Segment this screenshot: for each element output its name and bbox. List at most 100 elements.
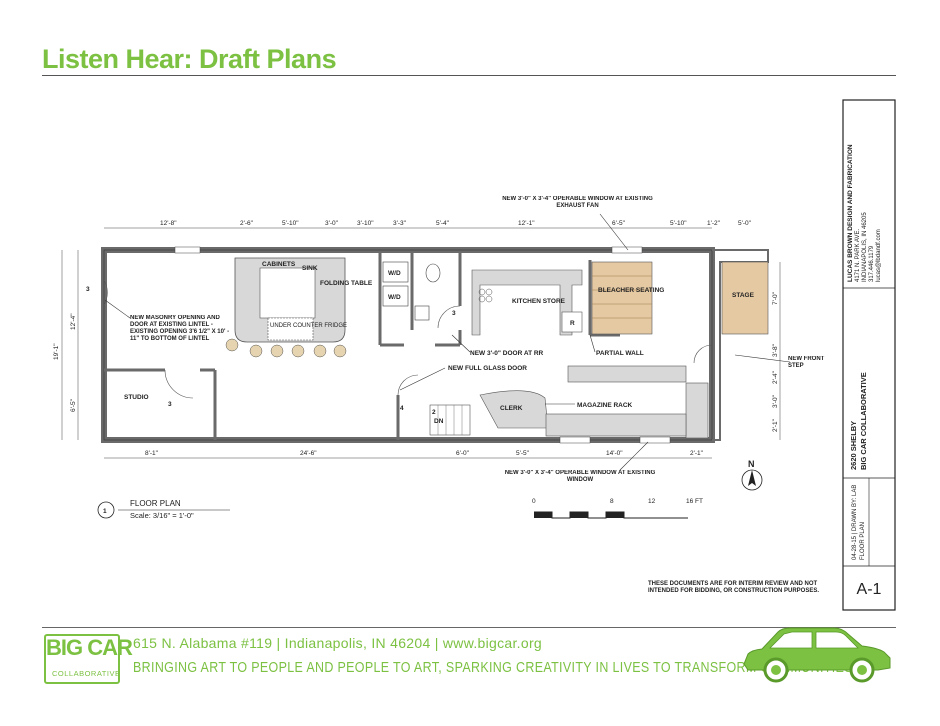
label-studio: STUDIO	[124, 394, 149, 401]
tb-sheet-title: FLOOR PLAN	[860, 522, 866, 560]
tb-address-2: INDIANAPOLIS, IN 46205	[862, 212, 868, 282]
label-sink: SINK	[302, 265, 318, 272]
note-glass-door: NEW FULL GLASS DOOR	[448, 365, 527, 372]
top-dimensions: 12'-8" 2'-6" 5'-10" 3'-0" 3'-10" 3'-3" 5…	[160, 220, 752, 227]
door-tag-4: 4	[400, 405, 404, 412]
bottom-dim: 24'-6"	[300, 450, 317, 457]
tb-firm: LUCAS BROWN DESIGN AND FABRICATION	[847, 144, 854, 282]
left-dim: 19'-1"	[53, 343, 60, 360]
car-icon	[743, 627, 891, 683]
kitchen-fixtures: CABINETS SINK FOLDING TABLE UNDER COUNTE…	[225, 257, 373, 358]
bigcar-logo	[44, 634, 120, 684]
tb-project-1: 2620 SHELBY	[849, 421, 858, 470]
sheet-number: A-1	[857, 581, 882, 598]
top-dim: 6'-5"	[612, 220, 626, 227]
top-dim: 3'-10"	[357, 220, 374, 227]
door-tag-1: 3	[86, 286, 90, 293]
left-dim: 12'-4"	[70, 313, 77, 330]
right-dim: 3'-0"	[772, 394, 779, 408]
top-dim: 3'-0"	[325, 220, 339, 227]
top-dim: 5'-10"	[282, 220, 299, 227]
note-masonry: NEW MASONRY OPENING AND DOOR AT EXISTING…	[130, 315, 230, 342]
interior-walls	[104, 253, 721, 440]
label-bleacher-seating: BLEACHER SEATING	[598, 287, 664, 294]
north-arrow: N	[741, 459, 763, 491]
top-dim: 2'-6"	[240, 220, 254, 227]
label-stage: STAGE	[732, 292, 755, 299]
scale-tick: 0	[532, 498, 536, 505]
top-dim: 5'-0"	[738, 220, 752, 227]
door-tag-3: 3	[452, 310, 456, 317]
footer-tagline: BRINGING ART TO PEOPLE AND PEOPLE TO ART…	[133, 660, 857, 676]
left-dim: 6'-5"	[70, 398, 77, 412]
bottom-dim: 8'-1"	[145, 450, 159, 457]
bleacher-seating: BLEACHER SEATING	[591, 261, 664, 335]
drawing-title: 1 FLOOR PLAN Scale: 3/16" = 1'-0"	[97, 499, 230, 520]
bottom-dim: 6'-0"	[456, 450, 470, 457]
stage: STAGE	[721, 261, 769, 335]
footer-rule	[42, 627, 896, 628]
front-area: CLERK DN STUDIO	[124, 365, 709, 439]
label-r: R	[570, 320, 575, 327]
drawing-scale: Scale: 3/16" = 1'-0"	[130, 511, 194, 520]
top-dim: 12'-1"	[518, 220, 535, 227]
label-under-counter-fridge: UNDER COUNTER FRIDGE	[270, 323, 347, 329]
left-dimensions: 12'-4" 19'-1" 6'-5"	[53, 313, 77, 412]
right-dim: 3'-8"	[772, 343, 779, 357]
note-window-bottom: NEW 3'-0" X 3'-4" OPERABLE WINDOW AT EXI…	[504, 470, 656, 483]
label-kitchen-store: KITCHEN STORE	[512, 298, 566, 305]
callout-notes: NEW MASONRY OPENING AND DOOR AT EXISTING…	[130, 196, 825, 483]
callout-leaders	[104, 213, 791, 471]
scale-tick: 12	[648, 498, 656, 505]
label-cabinets: CABINETS	[262, 261, 296, 268]
right-dim: 7'-0"	[772, 291, 779, 305]
page-title: Listen Hear: Draft Plans	[42, 44, 337, 74]
drawing-name: FLOOR PLAN	[130, 499, 181, 508]
tb-email: lucas@lbdandf.com	[876, 229, 882, 282]
top-dim: 5'-10"	[670, 220, 687, 227]
tb-phone: 317.446.1179	[869, 245, 875, 282]
note-partial-wall: PARTIAL WALL	[596, 350, 644, 357]
bottom-dim: 2'-1"	[690, 450, 704, 457]
door-tag-2: 3	[168, 401, 172, 408]
label-clerk: CLERK	[500, 405, 523, 412]
bottom-dimensions: 8'-1" 24'-6" 6'-0" 5'-5" 14'-0" 2'-1"	[145, 450, 704, 457]
scale-tick: 8	[610, 498, 614, 505]
title-block: LUCAS BROWN DESIGN AND FABRICATION 4171 …	[842, 99, 896, 611]
north-label: N	[748, 459, 755, 469]
note-window-top: NEW 3'-0" X 3'-4" OPERABLE WINDOW AT EXI…	[502, 196, 653, 209]
top-dim: 1'-2"	[707, 220, 721, 227]
tb-date: 04-28-15 | DRAWN BY: LAB	[852, 485, 858, 560]
kitchen-store: KITCHEN STORE R	[471, 269, 583, 336]
logo-sub-text: COLLABORATIVE	[52, 669, 121, 678]
door-tags: 3 3 3 4 2	[86, 286, 456, 416]
tb-project-2: BIG CAR COLLABORATIVE	[859, 372, 868, 470]
scale-bar: 0 8 12 16 FT	[532, 498, 703, 519]
bottom-dim: 14'-0"	[606, 450, 623, 457]
tb-address-1: 4171 N. PARK AVE.	[855, 229, 861, 282]
door-tag-5: 2	[432, 409, 436, 416]
label-wd-2: W/D	[388, 294, 401, 301]
top-dim: 12'-8"	[160, 220, 177, 227]
right-dimensions: 7'-0" 3'-8" 2'-4" 3'-0" 2'-1"	[772, 291, 779, 432]
door-swings	[103, 279, 713, 399]
note-front-step: NEW FRONT STEP	[788, 356, 825, 369]
note-door-rr: NEW 3'-0" DOOR AT RR	[470, 350, 544, 357]
disclaimer-note: THESE DOCUMENTS ARE FOR INTERIM REVIEW A…	[648, 581, 820, 594]
footer-address: 615 N. Alabama #119 | Indianapolis, IN 4…	[133, 635, 543, 651]
drawing-number: 1	[103, 508, 107, 515]
note-magazine-rack: MAGAZINE RACK	[577, 402, 633, 409]
laundry-restroom: W/D W/D	[382, 261, 441, 321]
scale-tick: 16 FT	[686, 498, 703, 505]
top-dim: 5'-4"	[436, 220, 450, 227]
logo-main-text: BIG CAR	[46, 635, 133, 660]
right-dim: 2'-1"	[772, 418, 779, 432]
label-folding-table: FOLDING TABLE	[320, 280, 373, 287]
label-dn: DN	[434, 418, 444, 425]
title-rule	[42, 75, 896, 76]
right-dim: 2'-4"	[772, 370, 779, 384]
top-dim: 3'-3"	[393, 220, 407, 227]
bottom-dim: 5'-5"	[516, 450, 530, 457]
label-wd-1: W/D	[388, 270, 401, 277]
